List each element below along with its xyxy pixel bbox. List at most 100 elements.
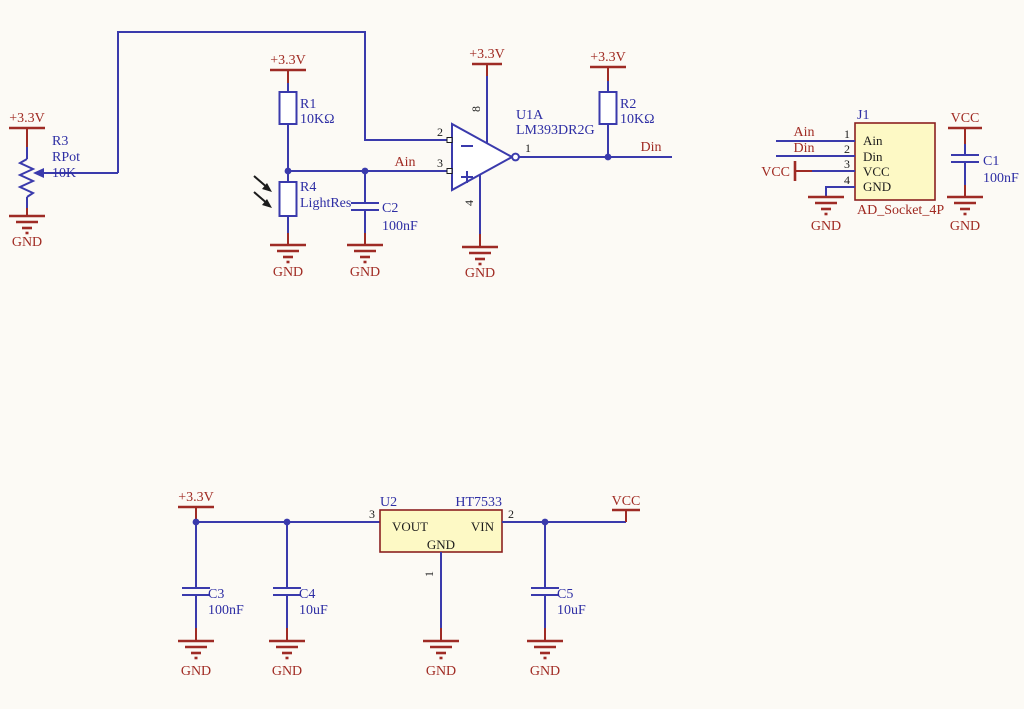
u2-part: HT7533 <box>455 495 502 510</box>
c4-value: 10uF <box>299 603 328 618</box>
u2-body <box>379 509 503 553</box>
r3-value: 10K <box>52 166 76 181</box>
power-3v3-label: +3.3V <box>9 111 45 126</box>
c4-ref: C4 <box>299 587 315 602</box>
j1-body <box>854 122 936 201</box>
u1a-ref: U1A <box>516 108 544 123</box>
u2-pin2-number: 2 <box>508 507 514 521</box>
ground-label: GND <box>350 265 380 280</box>
ground-label: GND <box>12 235 42 250</box>
j1-pin-number: 3 <box>844 157 850 171</box>
ground-label: GND <box>181 664 211 679</box>
power-3v3-label: +3.3V <box>178 490 214 505</box>
ground-label: GND <box>811 219 841 234</box>
u2-vout-label: VOUT <box>392 519 428 534</box>
c5-ref: C5 <box>557 587 573 602</box>
c2-value: 100nF <box>382 219 418 234</box>
j1-ref: J1 <box>857 108 869 123</box>
pin8-number: 8 <box>469 106 483 112</box>
wiper-to-inverting-wire <box>117 31 452 173</box>
ground-icon <box>945 195 985 216</box>
power-3v3-label: +3.3V <box>590 50 626 65</box>
u2-pin3-number: 3 <box>369 507 375 521</box>
r4-body <box>278 181 298 217</box>
u2-gnd-label: GND <box>427 537 455 552</box>
pin3-number: 3 <box>437 156 443 170</box>
u2-vin-label: VIN <box>471 519 495 534</box>
capacitor-icon <box>181 587 211 596</box>
pin2-number: 2 <box>437 125 443 139</box>
capacitor-icon <box>272 587 302 596</box>
r2-body <box>598 91 618 125</box>
ground-icon <box>421 639 461 660</box>
j1-footprint: AD_Socket_4P <box>857 203 944 218</box>
r3-ref: R3 <box>52 134 68 149</box>
u2-pin1-number: 1 <box>422 571 436 577</box>
c3-ref: C3 <box>208 587 224 602</box>
power-3v3-label: +3.3V <box>270 53 306 68</box>
ground-icon <box>806 195 846 216</box>
ground-icon <box>460 245 500 266</box>
ground-icon <box>176 639 216 660</box>
noninverting-input-symbol <box>461 171 473 183</box>
connector-j1: J1 Ain Din VCC GND 1 2 3 4 AD_Socket_4P … <box>761 108 944 234</box>
decoupling-c1: VCC C1 100nF GND <box>945 111 1019 234</box>
r4-ref: R4 <box>300 180 316 195</box>
j1-pin-number: 4 <box>844 173 850 187</box>
vcc-port-label: VCC <box>761 165 790 180</box>
c1-value: 100nF <box>983 171 1019 186</box>
divider-branch: +3.3V R1 10KΩ R4 LightRes GND Ain C2 100… <box>253 53 452 280</box>
ain-net-label: Ain <box>794 125 815 140</box>
comparator-u1a: U1A LM393DR2G 2 3 +3.3V 8 4 GND 1 Din <box>437 47 672 281</box>
pin-hotspot <box>446 168 453 174</box>
r1-value: 10KΩ <box>300 112 335 127</box>
ground-label: GND <box>950 219 980 234</box>
r2-ref: R2 <box>620 97 636 112</box>
capacitor-icon <box>350 202 380 211</box>
ground-icon <box>7 214 47 235</box>
ground-label: GND <box>426 664 456 679</box>
j1-pin-number: 1 <box>844 127 850 141</box>
r2-value: 10KΩ <box>620 112 655 127</box>
c2-ref: C2 <box>382 201 398 216</box>
r3-part: RPot <box>52 150 80 165</box>
opamp-triangle <box>451 122 515 192</box>
j1-pin-name: VCC <box>863 164 890 179</box>
pullup-r2: +3.3V R2 10KΩ <box>590 50 655 157</box>
j1-pin-name: Din <box>863 149 883 164</box>
vcc-label: VCC <box>612 494 641 509</box>
vcc-label: VCC <box>951 111 980 126</box>
pin1-number: 1 <box>525 141 531 155</box>
pin-hotspot <box>446 137 453 143</box>
ground-icon <box>525 639 565 660</box>
ain-net-label: Ain <box>395 155 416 170</box>
ground-icon <box>345 243 385 264</box>
ground-icon <box>268 243 308 264</box>
j1-pin-name: GND <box>863 179 891 194</box>
ground-icon <box>267 639 307 660</box>
r1-ref: R1 <box>300 97 316 112</box>
pin4-number: 4 <box>462 200 476 206</box>
j1-pin-name: Ain <box>863 133 883 148</box>
open-collector-bubble <box>511 152 520 162</box>
r1-body <box>278 91 298 125</box>
resistor-zigzag-icon <box>17 158 36 198</box>
u2-ref: U2 <box>380 495 397 510</box>
light-arrows-icon <box>253 175 272 208</box>
u1a-part: LM393DR2G <box>516 123 595 138</box>
power-3v3-label: +3.3V <box>469 47 505 62</box>
ground-label: GND <box>530 664 560 679</box>
c3-value: 100nF <box>208 603 244 618</box>
r4-value: LightRes <box>300 196 351 211</box>
ground-label: GND <box>272 664 302 679</box>
capacitor-icon <box>530 587 560 596</box>
regulator-section: +3.3V 3 U2 HT7533 VOUT VIN GND 2 VCC 1 G… <box>176 490 641 679</box>
wiper-arrow-icon <box>33 168 44 178</box>
din-net-label: Din <box>794 141 815 156</box>
c5-value: 10uF <box>557 603 586 618</box>
ground-label: GND <box>273 265 303 280</box>
capacitor-icon <box>950 154 980 163</box>
c1-ref: C1 <box>983 154 999 169</box>
